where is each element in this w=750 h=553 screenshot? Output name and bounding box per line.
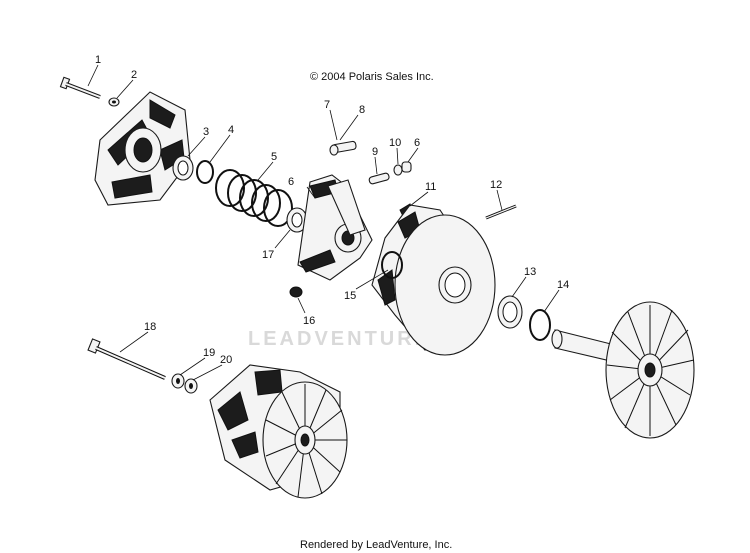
callout-20: 20 [220,354,232,366]
callout-5: 5 [271,151,277,163]
callout-8: 8 [359,104,365,116]
part-18-bolt [87,338,166,380]
callout-12: 12 [490,179,502,191]
callout-14: 14 [557,279,569,291]
callout-9: 9 [372,146,378,158]
fixed-sheave-with-shaft [551,301,695,439]
spider-arm-assembly [297,174,373,281]
part-2-washer [108,97,120,107]
part-16-nut [289,286,303,298]
callout-1: 1 [95,54,101,66]
part-7-8-pin [329,140,357,156]
callout-11: 11 [425,181,436,193]
part-13-bushing [497,295,523,329]
part-10-washer [393,164,403,176]
drive-clutch-cover [94,91,191,206]
callout-16: 16 [303,315,315,327]
callout-3: 3 [203,126,209,138]
callout-15: 15 [344,290,356,302]
callout-numbers: 1 2 3 4 5 6 7 8 9 10 6 11 12 13 14 15 16… [95,54,569,366]
part-3-bushing [172,155,194,181]
part-9-pin [368,172,390,185]
part-4-ring [196,160,214,184]
part-6-roller-right [401,161,412,173]
part-14-ring [529,309,551,341]
part-20-nut [184,378,198,394]
callout-6: 6 [288,176,294,188]
callout-leaders [87,64,560,381]
callout-19: 19 [203,347,215,359]
copyright-text: © 2004 Polaris Sales Inc. [310,71,434,83]
callout-7: 7 [324,99,330,111]
moveable-sheave [371,204,496,356]
part-12-screw [485,204,517,220]
callout-13: 13 [524,266,536,278]
callout-17: 17 [262,249,274,261]
assembled-clutch [209,364,348,499]
part-19-washer [171,373,185,389]
callout-10: 10 [389,137,401,149]
part-5-spring [215,169,293,227]
footer-text: Rendered by LeadVenture, Inc. [300,539,452,551]
part-1-bolt [59,76,101,99]
callout-6b: 6 [414,137,420,149]
part-15-ring [381,251,403,279]
callout-4: 4 [228,124,234,136]
watermark-text: LEADVENTURE [248,328,431,350]
callout-18: 18 [144,321,156,333]
callout-2: 2 [131,69,137,81]
